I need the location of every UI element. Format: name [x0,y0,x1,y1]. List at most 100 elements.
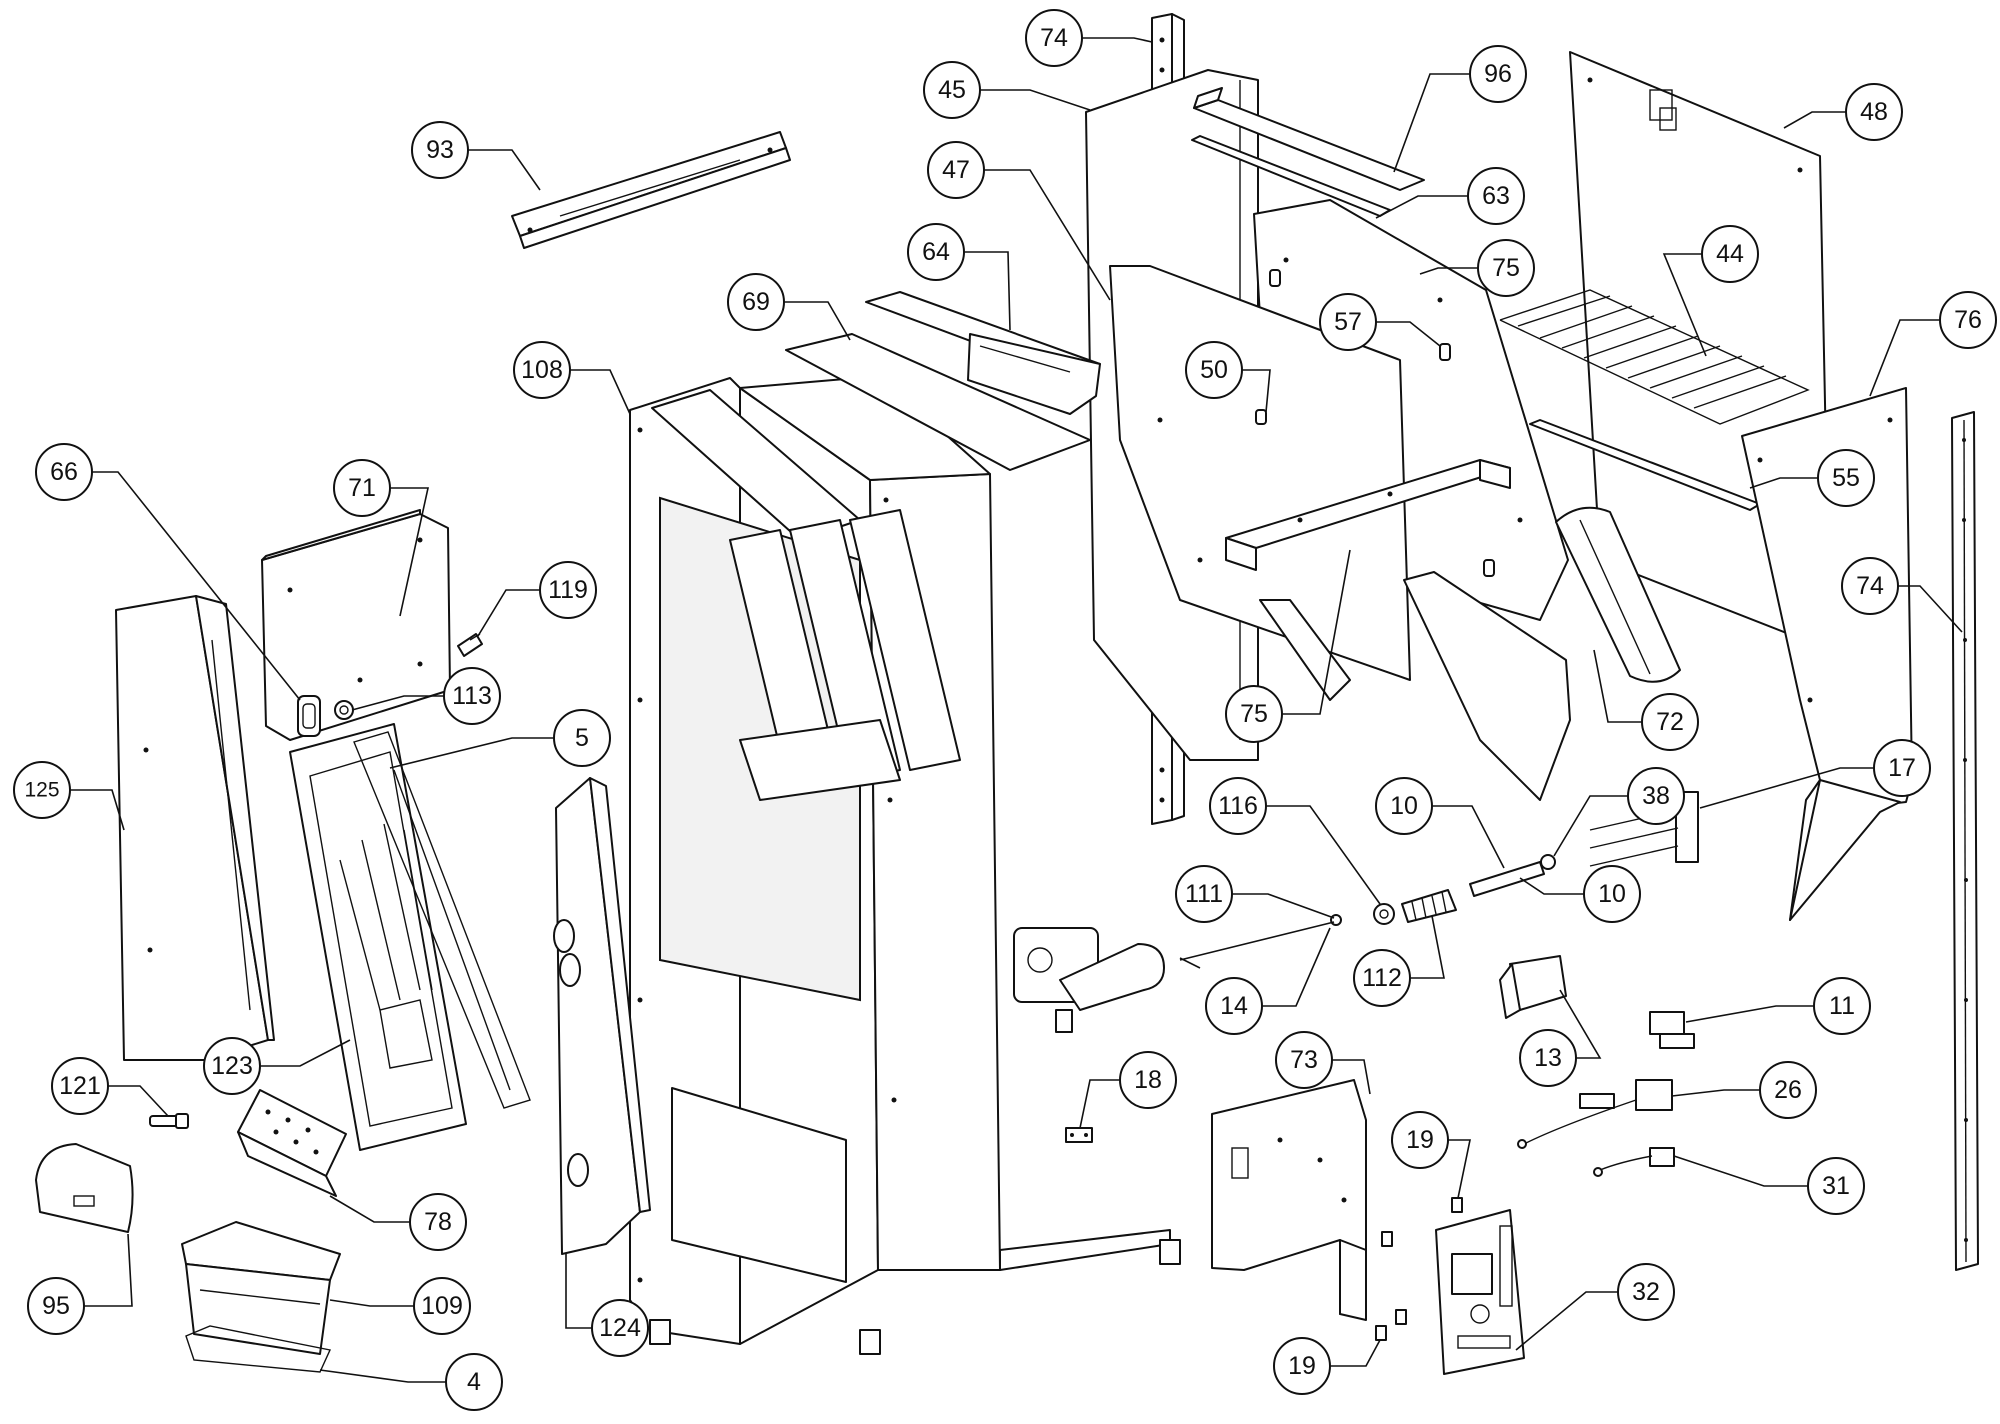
leader-18 [1079,1079,1120,1129]
part-18-small-bracket [1065,1127,1093,1143]
callout-19a: 19 [1391,1111,1449,1169]
leader-32 [1515,1291,1618,1351]
callout-64: 64 [907,223,965,281]
callout-label-124: 124 [599,1314,641,1342]
callout-109: 109 [413,1277,471,1335]
leader-63 [1375,195,1468,219]
part-19-standoff-upper [1381,1197,1463,1247]
callout-label-113: 113 [452,682,492,710]
callout-5: 5 [553,709,611,767]
part-76-right-side-panel [1741,387,1913,921]
callout-label-44: 44 [1716,240,1744,268]
part-119-screw [457,633,483,657]
leader-50 [1242,369,1271,413]
callout-48: 48 [1845,83,1903,141]
leader-112 [1410,915,1445,979]
callout-71: 71 [333,459,391,517]
leader-5 [389,737,554,769]
callout-label-48: 48 [1860,98,1888,126]
mixer-motor-assembly [1013,927,1165,1033]
leader-69 [784,301,851,341]
callout-32: 32 [1617,1263,1675,1321]
callout-10b: 10 [1583,865,1641,923]
part-47-large-panel [1109,265,1411,681]
leader-19a [1448,1139,1471,1199]
part-124-door-frame [553,777,651,1255]
part-19-standoff-lower [1375,1309,1407,1341]
leader-72 [1593,649,1642,723]
part-93-top-bracket [511,131,791,249]
part-116-nut [1373,903,1395,925]
callout-label-73: 73 [1290,1046,1318,1074]
callout-label-74a: 74 [1040,24,1068,52]
callout-96: 96 [1469,45,1527,103]
part-121-screw [149,1113,189,1129]
leader-124 [565,1254,592,1329]
callout-label-112: 112 [1362,964,1402,992]
part-69-top-panel [785,333,1091,471]
part-50-pin [1255,409,1267,425]
callout-label-95: 95 [42,1292,70,1320]
callout-label-123: 123 [211,1052,253,1080]
part-5-door-gasket [353,731,531,1109]
callout-111: 111 [1175,865,1233,923]
callout-label-125: 125 [24,779,59,802]
callout-50: 50 [1185,341,1243,399]
callout-10a: 10 [1375,777,1433,835]
callout-label-75b: 75 [1240,700,1268,728]
callout-label-5: 5 [575,724,589,752]
leader-47 [984,169,1111,301]
callout-63: 63 [1467,167,1525,225]
leader-38 [1553,795,1628,857]
leader-93 [468,149,541,191]
leader-71 [390,487,429,617]
callout-17: 17 [1873,739,1931,797]
callout-108: 108 [513,341,571,399]
callout-label-119: 119 [548,576,588,604]
part-44-wire-rack [1499,289,1810,425]
callout-57: 57 [1319,293,1377,351]
part-113-bushing [334,700,354,720]
part-125-side-cover [115,595,275,1061]
callout-label-76: 76 [1954,306,1982,334]
callout-label-66: 66 [50,458,78,486]
part-10-rod [1469,854,1556,897]
callout-45: 45 [923,61,981,119]
part-11-rocker-switch [1649,1011,1695,1049]
part-4-drip-grid [185,1325,332,1373]
part-74-vertical-rail-right [1951,411,1979,1271]
callout-93: 93 [411,121,469,179]
callout-label-116: 116 [1218,792,1258,820]
leader-4 [319,1369,446,1383]
leader-57 [1376,321,1441,347]
callout-label-17: 17 [1888,754,1916,782]
part-96-top-strip [1193,87,1425,191]
callout-label-11: 11 [1829,992,1855,1020]
callout-74b: 74 [1841,557,1899,615]
callout-label-108: 108 [521,356,563,384]
part-112-spring [1401,889,1457,923]
part-64-hopper-lid [865,291,1101,415]
leader-11 [1685,1005,1814,1023]
callout-label-26: 26 [1774,1076,1802,1104]
callout-label-64: 64 [922,238,950,266]
callout-78: 78 [409,1193,467,1251]
callout-121: 121 [51,1057,109,1115]
callout-74a: 74 [1025,9,1083,67]
leader-123 [260,1039,351,1067]
callout-31: 31 [1807,1157,1865,1215]
leader-31 [1673,1155,1808,1187]
part-57-pins [1269,269,1495,577]
callout-95: 95 [27,1277,85,1335]
callout-label-32: 32 [1632,1278,1660,1306]
leader-48 [1783,111,1846,129]
callout-label-38: 38 [1642,782,1670,810]
callout-14: 14 [1205,977,1263,1035]
callout-label-57: 57 [1334,308,1362,336]
callout-label-18: 18 [1134,1066,1162,1094]
callout-69: 69 [727,273,785,331]
callout-label-47: 47 [942,156,970,184]
callout-113: 113 [443,667,501,725]
callout-label-111: 111 [1185,880,1223,908]
callout-label-71: 71 [348,474,376,502]
